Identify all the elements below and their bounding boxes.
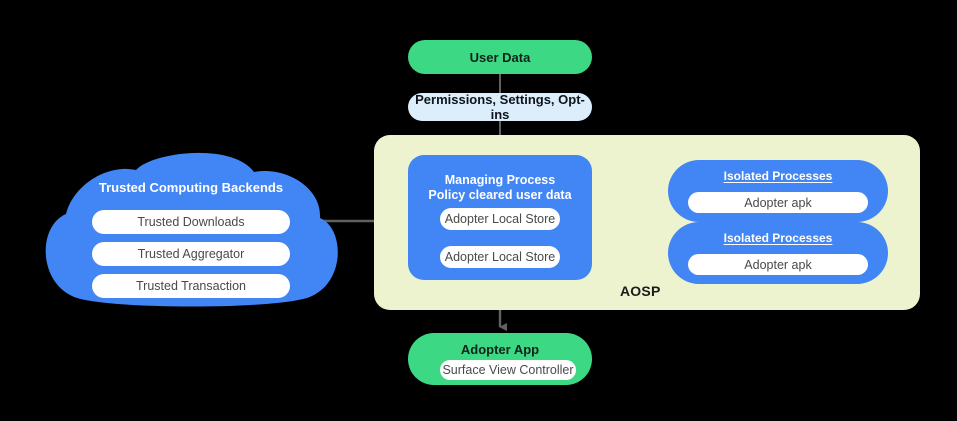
managing-process-title: Managing Process Policy cleared user dat…: [408, 173, 592, 203]
isolated-process-box-2[interactable]: Isolated Processes Adopter apk: [668, 222, 888, 284]
isolated-process-box-1[interactable]: Isolated Processes Adopter apk: [668, 160, 888, 222]
adopter-local-store-1[interactable]: Adopter Local Store: [440, 208, 560, 230]
cloud-item-trusted-downloads[interactable]: Trusted Downloads: [92, 210, 290, 234]
surface-view-controller[interactable]: Surface View Controller: [440, 360, 576, 380]
cloud-title: Trusted Computing Backends: [98, 180, 284, 195]
cloud-item-trusted-transaction[interactable]: Trusted Transaction: [92, 274, 290, 298]
managing-process-title-line1: Managing Process: [444, 173, 556, 187]
user-data-node[interactable]: User Data: [408, 40, 592, 74]
isolated-process-title-2: Isolated Processes: [723, 231, 833, 245]
cloud-item-trusted-aggregator[interactable]: Trusted Aggregator: [92, 242, 290, 266]
adopter-local-store-2[interactable]: Adopter Local Store: [440, 246, 560, 268]
permissions-settings-optins-node[interactable]: Permissions, Settings, Opt-ins: [408, 92, 592, 122]
isolated-process-title-1: Isolated Processes: [723, 169, 833, 183]
adopter-app-title: Adopter App: [460, 342, 540, 357]
adopter-apk-1[interactable]: Adopter apk: [688, 192, 868, 213]
aosp-label: AOSP: [620, 283, 661, 299]
trusted-computing-backends-cloud[interactable]: Trusted Computing Backends Trusted Downl…: [36, 150, 346, 308]
managing-process-title-line2: Policy cleared user data: [428, 188, 572, 202]
adopter-apk-2[interactable]: Adopter apk: [688, 254, 868, 275]
